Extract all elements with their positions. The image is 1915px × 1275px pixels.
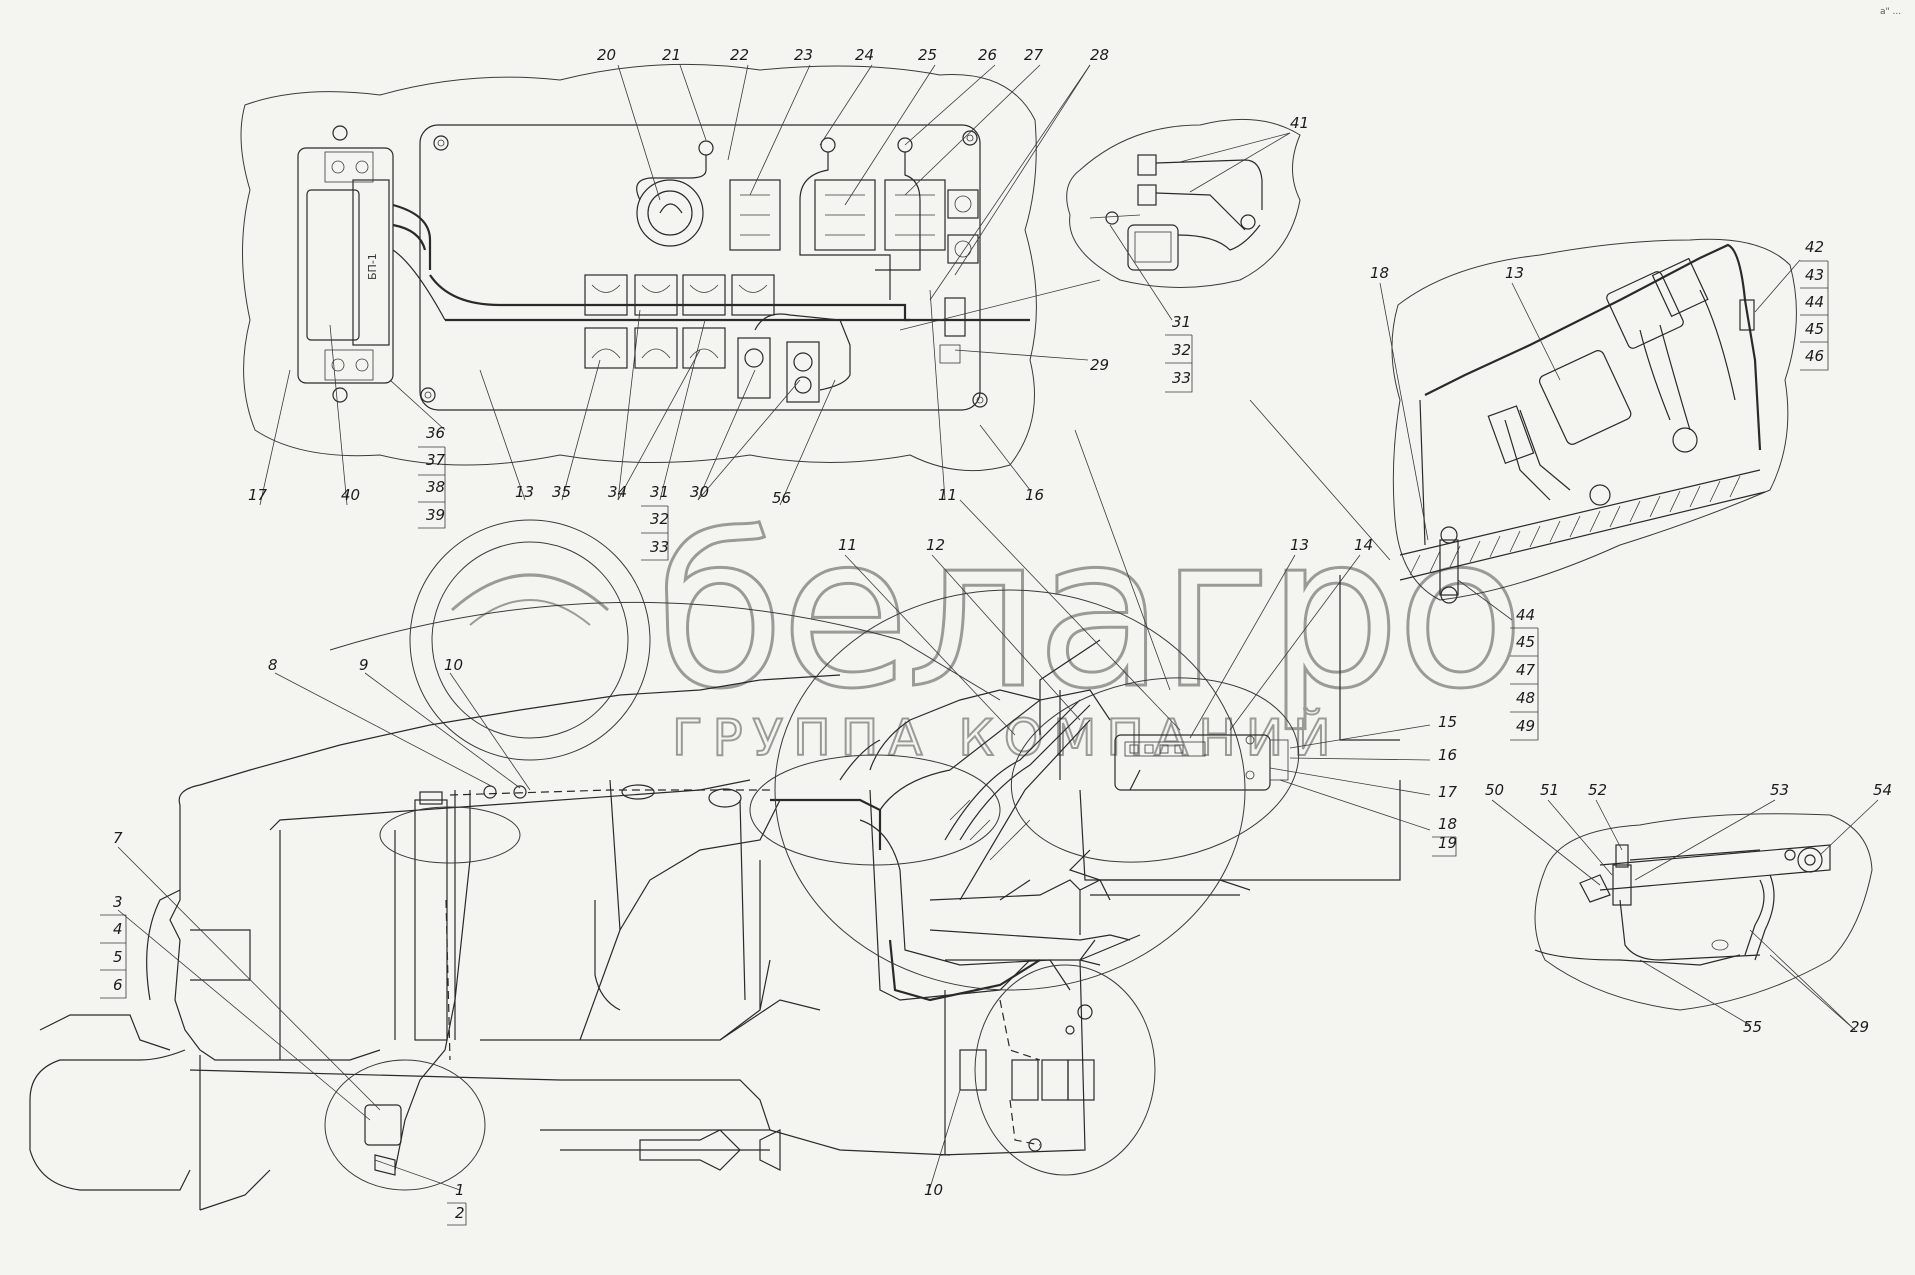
bp1-label: БП-1: [366, 253, 379, 280]
callout-c13b: 13: [1505, 264, 1524, 282]
callout-c31b: 31: [1172, 313, 1191, 331]
callout-c19: 19: [1438, 834, 1457, 852]
callout-c44b: 44: [1516, 606, 1535, 624]
callout-c4: 4: [113, 920, 123, 938]
callout-c16b: 16: [1438, 746, 1457, 764]
callout-c29a: 29: [1090, 356, 1109, 374]
callout-c55: 55: [1743, 1018, 1762, 1036]
detail-bottom-right: [1491, 799, 1879, 1031]
callout-c1: 1: [455, 1181, 465, 1199]
callout-c56: 56: [772, 489, 791, 507]
callout-c22: 22: [730, 46, 749, 64]
callout-c33a: 33: [650, 538, 669, 556]
callout-c28: 28: [1090, 46, 1109, 64]
callout-c13a: 13: [515, 483, 534, 501]
callout-c32a: 32: [650, 510, 669, 528]
corner-mark: a" ...: [1880, 7, 1901, 17]
callout-c20: 20: [597, 46, 616, 64]
callout-c32b: 32: [1172, 341, 1191, 359]
callout-c46: 46: [1805, 347, 1824, 365]
watermark-subtitle: ГРУППА КОМПАНИЙ: [672, 708, 1341, 767]
callout-c40: 40: [341, 486, 360, 504]
callout-c47: 47: [1516, 661, 1536, 679]
callout-c29b: 29: [1850, 1018, 1869, 1036]
callout-c43: 43: [1805, 266, 1824, 284]
callout-c10a: 10: [444, 656, 463, 674]
callout-c17a: 17: [248, 486, 268, 504]
watermark-brand: белагро: [655, 490, 1521, 735]
callout-tables: [100, 260, 1829, 1226]
callout-c16a: 16: [1025, 486, 1044, 504]
callout-c36: 36: [426, 424, 445, 442]
callout-c33b: 33: [1172, 369, 1191, 387]
callout-c48: 48: [1516, 689, 1535, 707]
callout-c15: 15: [1438, 713, 1457, 731]
callout-c7: 7: [113, 829, 123, 847]
callout-c39: 39: [426, 506, 445, 524]
callout-c13c: 13: [1290, 536, 1309, 554]
callout-c8: 8: [268, 656, 278, 674]
callout-c38: 38: [426, 478, 445, 496]
callout-c26: 26: [978, 46, 997, 64]
callout-c23: 23: [794, 46, 813, 64]
callout-c27: 27: [1024, 46, 1044, 64]
callout-c31a: 31: [650, 483, 669, 501]
callout-c6: 6: [113, 976, 123, 994]
callout-c18b: 18: [1438, 815, 1457, 833]
watermark: белагро ГРУППА КОМПАНИЙ: [409, 489, 1526, 768]
callout-c42: 42: [1805, 238, 1824, 256]
callout-c11a: 11: [938, 486, 957, 504]
callout-c53: 53: [1770, 781, 1789, 799]
callout-c49: 49: [1516, 717, 1535, 735]
callout-c45a: 45: [1805, 320, 1824, 338]
callout-c2: 2: [455, 1204, 465, 1222]
callout-c30: 30: [690, 483, 709, 501]
callout-c3: 3: [113, 893, 123, 911]
callout-c34: 34: [608, 483, 627, 501]
callout-c41: 41: [1290, 114, 1309, 132]
callout-c44a: 44: [1805, 293, 1824, 311]
callout-c10b: 10: [924, 1181, 943, 1199]
callout-c37: 37: [426, 451, 446, 469]
callout-c25: 25: [918, 46, 937, 64]
callout-c35: 35: [552, 483, 571, 501]
callout-c17b: 17: [1438, 783, 1458, 801]
detail-right-bracket: [1379, 238, 1801, 621]
callout-c5: 5: [113, 948, 123, 966]
callout-c9: 9: [359, 656, 369, 674]
callout-c52: 52: [1588, 781, 1607, 799]
callout-c54: 54: [1873, 781, 1892, 799]
callout-c14: 14: [1354, 536, 1373, 554]
callout-c51: 51: [1540, 781, 1559, 799]
callout-c45b: 45: [1516, 633, 1535, 651]
tractor-main-view: [29, 279, 1431, 1211]
callout-c18a: 18: [1370, 264, 1389, 282]
callout-c11b: 11: [838, 536, 857, 554]
callout-c21: 21: [662, 46, 681, 64]
callout-c24: 24: [855, 46, 874, 64]
detail-relay-panel: БП-1: [240, 63, 1091, 506]
callout-c50: 50: [1485, 781, 1504, 799]
callout-c12: 12: [926, 536, 945, 554]
detail-41: [1066, 118, 1301, 321]
